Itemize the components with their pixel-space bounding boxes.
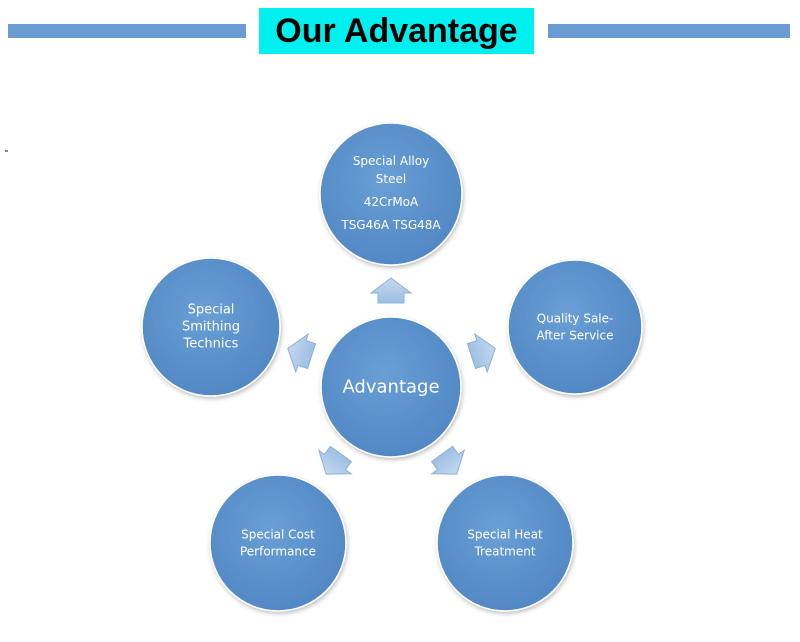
smithing-label-line: Technics [183,337,239,352]
smithing-label-line: Smithing [182,320,240,335]
alloy-label-line: 42CrMoA [364,195,419,209]
title-box: Our Advantage [259,8,534,54]
title-bar-left [8,24,246,38]
quality-node: Quality Sale- After Service [507,259,643,395]
arrow-up-icon [369,277,413,304]
heat-label-line: Special Heat [467,528,543,542]
quality-label-line: After Service [537,329,614,343]
smithing-label-line: Special [188,303,235,318]
alloy-circle [319,122,463,266]
heat-circle [436,474,574,612]
cost-circle [209,474,347,612]
arrow-down-right-icon [430,445,466,475]
center-node: Advantage [320,316,462,458]
title-bar-right [548,24,790,38]
quality-label-line: Quality Sale- [537,312,614,326]
arrow-left-icon [287,332,317,374]
arrow-down-left-icon [317,445,353,475]
cost-label-line: Performance [240,545,316,559]
center-circle [320,316,462,458]
heat-label-line: Treatment [473,545,535,559]
cost-label-line: Special Cost [241,528,315,542]
stray-mark [5,150,8,152]
arrow-right-icon [466,332,496,374]
arrows [287,277,496,475]
smithing-circle [141,257,281,397]
alloy-label-line: Steel [376,172,406,186]
quality-circle [507,259,643,395]
alloy-label-line: Special Alloy [353,154,429,168]
page-title: Our Advantage [275,11,518,50]
center-label: Advantage [342,377,439,398]
alloy-label-line: TSG46A TSG48A [340,218,441,232]
